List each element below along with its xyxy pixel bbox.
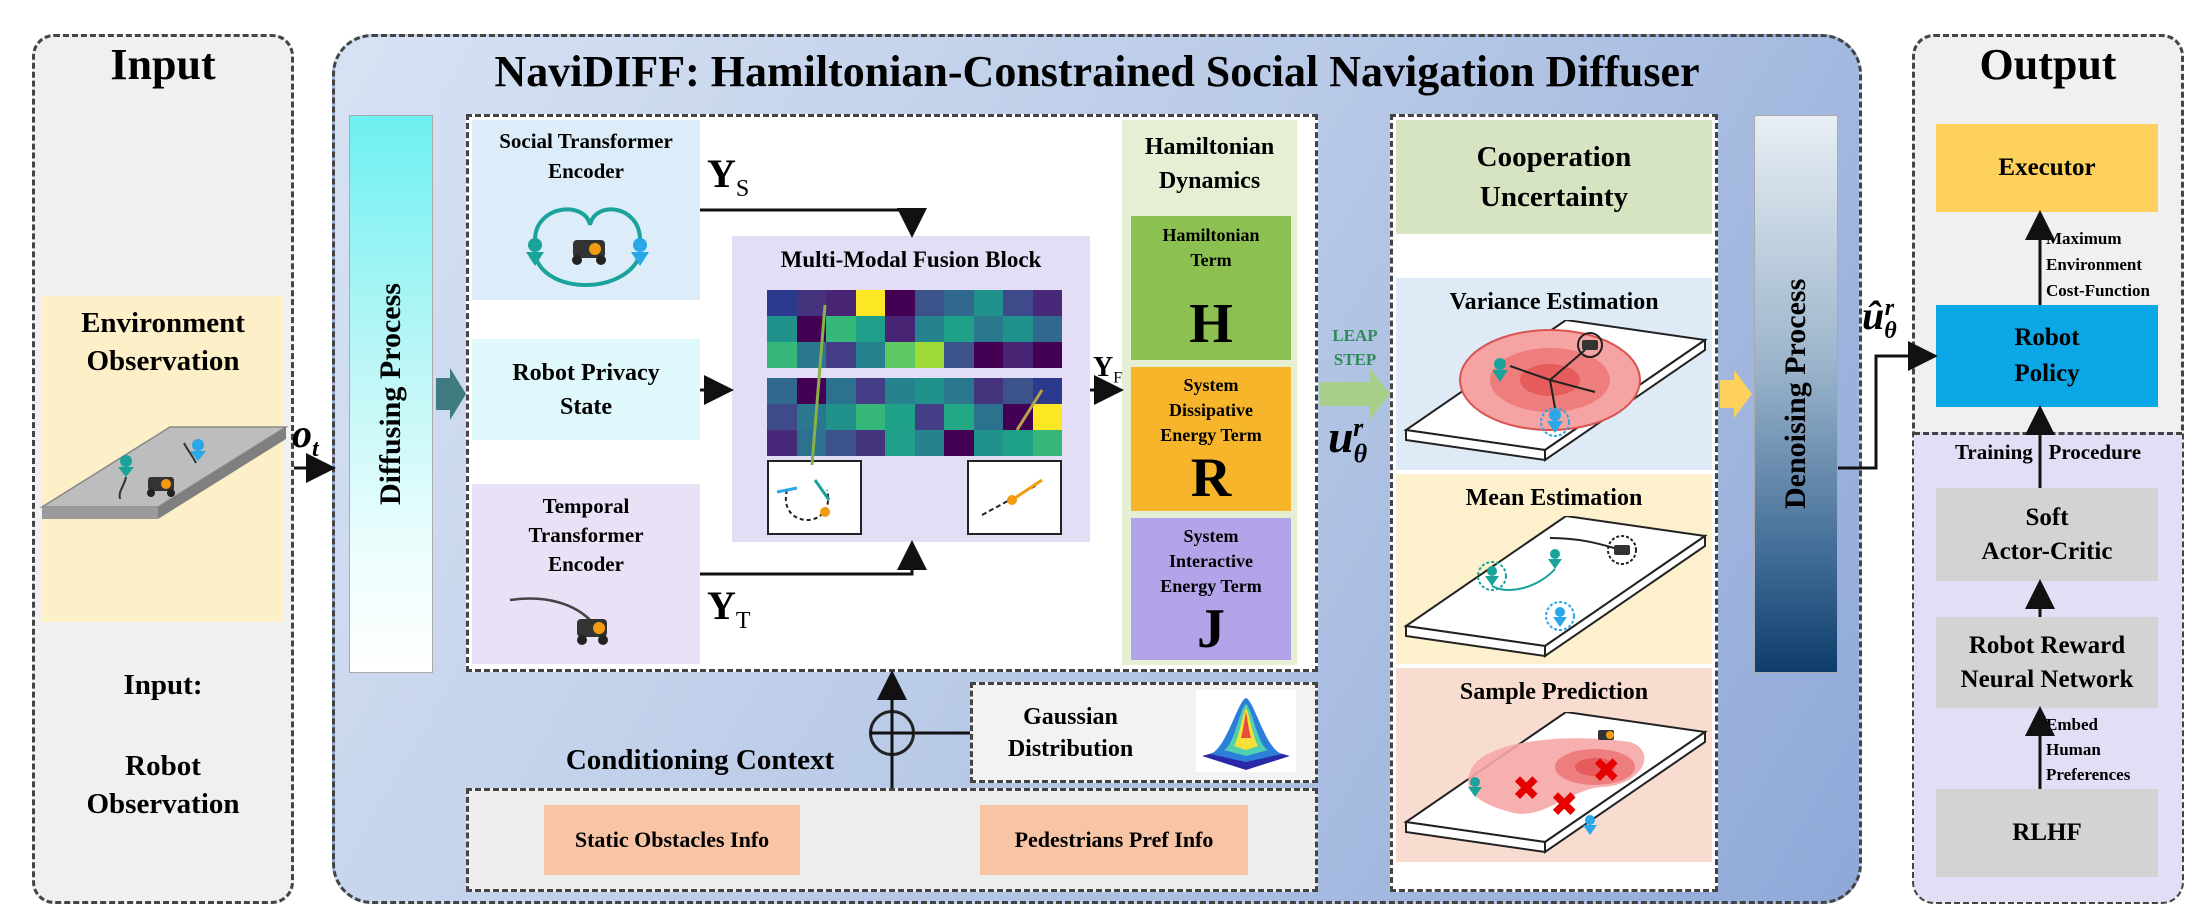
dissipative-term-label: System Dissipative Energy Term	[1160, 374, 1262, 445]
navidiff-title: NaviDIFF: Hamiltonian-Constrained Social…	[494, 46, 1700, 96]
svg-text:✖: ✖	[1592, 751, 1621, 791]
cooperation-uncertainty-title: Cooperation Uncertainty	[1396, 120, 1712, 234]
u-hat-theta-r-label: ûθr	[1862, 293, 1897, 344]
o-t-label: ot	[292, 411, 319, 462]
variance-estimation-title: Variance Estimation	[1449, 288, 1659, 315]
robot-policy-box: Robot Policy	[1936, 305, 2158, 407]
robot-observation-label: Robot Observation	[86, 750, 240, 820]
max-env-cost-label: Maximum Environment Cost-Function	[2046, 229, 2150, 300]
yt-label: YT	[707, 583, 751, 634]
svg-text:✖: ✖	[1550, 785, 1579, 825]
condition-sum-node	[869, 710, 915, 756]
hamiltonian-term-label: Hamiltonian Term	[1162, 225, 1260, 270]
conditioning-context-label: Conditioning Context	[565, 743, 835, 776]
environment-observation-title: Environment Observation	[81, 307, 245, 377]
diffusing-process-bar	[349, 115, 433, 673]
h-letter: H	[1189, 293, 1233, 355]
robot-reward-network-box: Robot Reward Neural Network	[1936, 617, 2158, 708]
temporal-trajectory-icon	[509, 597, 608, 645]
mean-scene	[1403, 516, 1708, 658]
temporal-transformer-encoder-title: Temporal Transformer Encoder	[528, 493, 644, 576]
interactive-term-label: System Interactive Energy Term	[1160, 525, 1262, 596]
environment-scene-illustration	[39, 426, 288, 519]
executor-box: Executor	[1936, 124, 2158, 212]
social-interaction-icon	[526, 207, 649, 287]
output-title: Output	[1979, 39, 2117, 89]
r-letter: R	[1190, 447, 1232, 509]
robot-privacy-state-title: Robot Privacy State	[512, 359, 660, 420]
yf-label: YF	[1093, 352, 1123, 387]
gaussian-surface-icon	[1196, 690, 1296, 772]
training-procedure-label: Training Procedure	[1954, 439, 2142, 464]
social-transformer-encoder-box	[472, 120, 700, 300]
social-transformer-encoder-title: Social Transformer Encoder	[499, 129, 673, 183]
j-letter: J	[1197, 598, 1225, 660]
fusion-output-thumb-left	[767, 460, 862, 535]
hamiltonian-dynamics-title: Hamiltonian Dynamics	[1144, 134, 1275, 194]
leap-step-label: LEAP STEP	[1332, 326, 1378, 369]
sample-prediction-title: Sample Prediction	[1459, 678, 1649, 705]
denoising-process-label: Denoising Process	[1779, 278, 1812, 510]
interactive-term-box	[1131, 518, 1291, 660]
input-title: Input	[110, 39, 216, 89]
attention-heatmap-1	[767, 290, 1062, 368]
input-observation-label: Input:	[123, 668, 203, 701]
fusion-block-title: Multi-Modal Fusion Block	[780, 247, 1042, 272]
attention-heatmap-2	[767, 378, 1062, 456]
dissipative-term-box	[1131, 367, 1291, 511]
sample-scene: ✖ ✖ ✖	[1403, 712, 1708, 854]
static-obstacles-info: Static Obstacles Info	[544, 805, 800, 875]
gaussian-distribution-label: Gaussian Distribution	[1007, 704, 1134, 762]
u-theta-r-label: uθr	[1328, 411, 1368, 469]
variance-scene	[1403, 320, 1708, 462]
svg-text:✖: ✖	[1512, 769, 1541, 809]
ys-label: YS	[707, 151, 750, 202]
denoising-process-bar	[1754, 115, 1838, 673]
embed-human-preferences-label: Embed Human Preferences	[2046, 714, 2131, 784]
pedestrians-pref-info: Pedestrians Pref Info	[980, 805, 1248, 875]
soft-actor-critic-box: Soft Actor-Critic	[1936, 488, 2158, 581]
fusion-attention-lines	[776, 304, 1044, 521]
diffusing-process-label: Diffusing Process	[374, 283, 407, 505]
hamiltonian-term-box	[1131, 216, 1291, 360]
mean-estimation-title: Mean Estimation	[1465, 484, 1643, 511]
robot-privacy-state-box	[472, 339, 700, 440]
rlhf-box: RLHF	[1936, 789, 2158, 877]
